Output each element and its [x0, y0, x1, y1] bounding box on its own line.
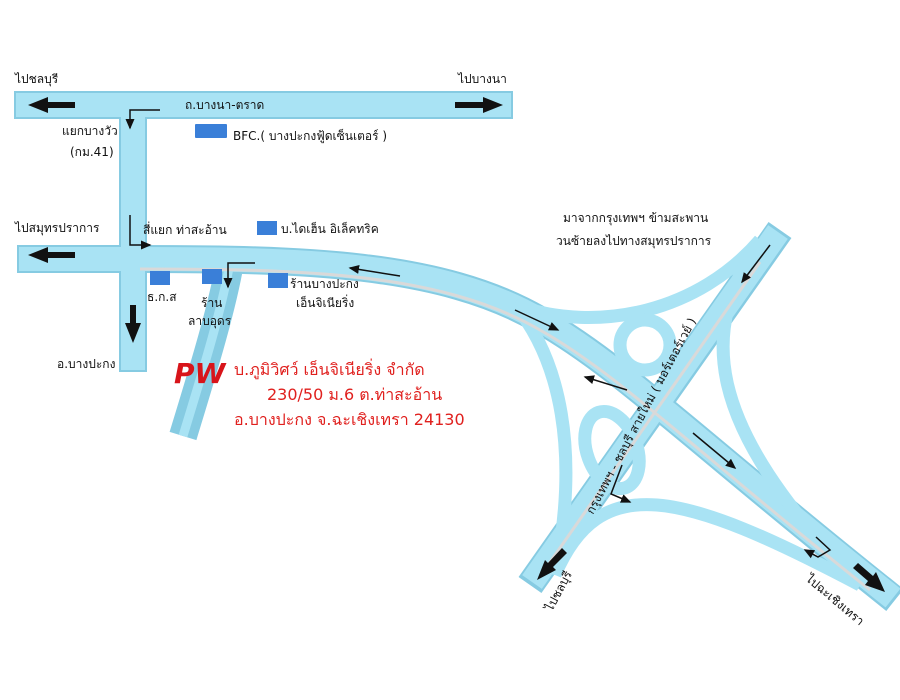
pw-logo: PW: [174, 357, 227, 390]
label-bpk-eng-2: เอ็นจิเนียริ่ง: [296, 294, 354, 310]
label-bangna-trat-road: ถ.บางนา-ตราด: [185, 98, 264, 112]
route-arrows: [125, 109, 832, 559]
interchange-note-1: มาจากกรุงเทพฯ ข้ามสะพาน: [563, 211, 708, 226]
label-to-bangna: ไปบางนา: [457, 72, 507, 86]
label-bang-wua: แยกบางวัว: [62, 124, 118, 138]
daihen-building: [257, 221, 277, 235]
label-to-chonburi-top: ไปชลบุรี: [14, 72, 59, 87]
baac-building: [150, 271, 170, 285]
svg-text:PW: PW: [174, 357, 227, 390]
company-address-1: 230/50 ม.6 ต.ท่าสะอ้าน: [267, 385, 442, 404]
road-network: [14, 91, 900, 611]
laab-shop-building: [202, 269, 222, 284]
label-to-bang-pakong: อ.บางปะกง: [57, 357, 115, 371]
interchange-note-2: วนซ้ายลงไปทางสมุทรปราการ: [556, 234, 712, 249]
bfc-building: [195, 124, 227, 138]
label-laab-1: ร้าน: [201, 296, 222, 310]
label-km41: (กม.41): [70, 145, 114, 159]
label-daihen: บ.ไดเฮ็น อิเล็คทริค: [281, 221, 379, 236]
label-laab-2: ลาบอุดร: [188, 314, 232, 329]
label-bpk-eng-1: ร้านบางปะกง: [290, 277, 359, 291]
label-tha-saan: สี่แยก ท่าสะอ้าน: [143, 221, 227, 237]
buildings: [150, 124, 288, 288]
label-bfc: BFC.( บางปะกงฟู้ดเซ็นเตอร์ ): [233, 128, 387, 144]
company-name: บ.ภูมิวิศว์ เอ็นจิเนียริ่ง จำกัด: [234, 358, 425, 380]
company-address-2: อ.บางปะกง จ.ฉะเชิงเทรา 24130: [234, 410, 465, 429]
direction-arrows: [28, 97, 885, 592]
bangpakong-eng-building: [268, 273, 288, 288]
label-to-samut-prakan: ไปสมุทรปราการ: [14, 221, 100, 236]
label-baac: ธ.ก.ส: [147, 290, 177, 304]
